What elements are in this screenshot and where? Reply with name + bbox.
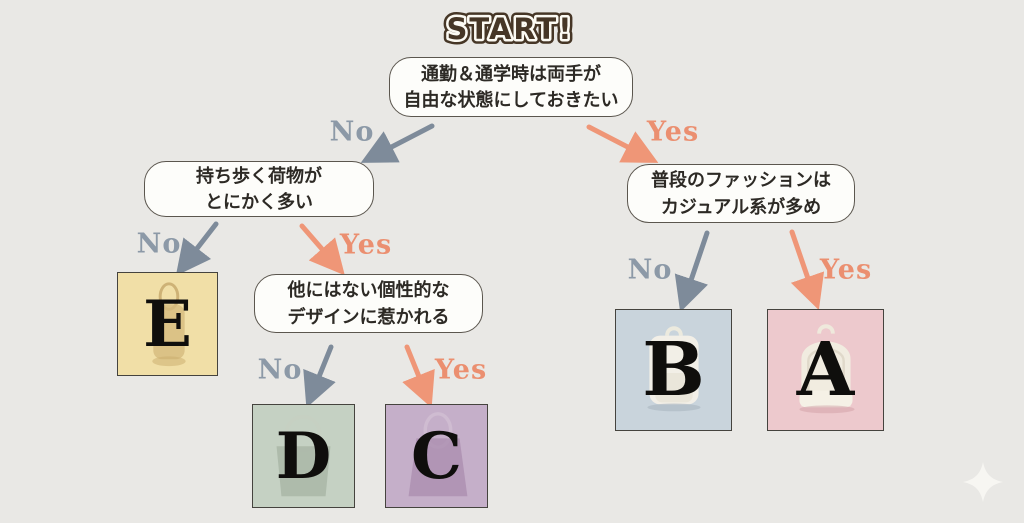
result-letter: B <box>642 327 705 413</box>
question-line: とにかく多い <box>205 192 313 212</box>
edge-label-no: No <box>136 228 182 260</box>
result-tile-a: A <box>767 309 884 431</box>
question-carry-lots: 持ち歩く荷物が とにかく多い <box>144 161 374 217</box>
edge-label-no: No <box>257 354 303 386</box>
edge-label-no: No <box>329 116 375 148</box>
question-line: 他にはない個性的な <box>287 280 450 301</box>
bucket-bag-icon <box>152 282 186 367</box>
arrow-q4-no <box>303 344 336 408</box>
arrow-q3-yes <box>789 229 825 311</box>
question-line: 通勤＆通学時は両手が <box>421 63 601 84</box>
arrow-q1-yes <box>586 124 659 163</box>
edge-label-yes: Yes <box>819 254 873 286</box>
start-title-text: START! <box>447 12 574 46</box>
question-line: 自由な状態にしておきたい <box>403 90 619 110</box>
arrow-q2-no <box>175 221 219 276</box>
result-letter: C <box>411 418 462 494</box>
arrow-q1-no <box>360 123 435 163</box>
edge-label-no: No <box>627 254 673 286</box>
question-commute-hands-free: 通勤＆通学時は両手が 自由な状態にしておきたい <box>389 57 633 117</box>
result-tile-d: D <box>252 404 355 508</box>
question-line: カジュアル系が多め <box>660 196 822 217</box>
result-letter: E <box>143 286 192 362</box>
arrow-q2-yes <box>299 223 345 276</box>
question-line: 普段のファッションは <box>651 170 831 191</box>
result-tile-c: C <box>385 404 488 508</box>
result-letter: A <box>796 327 855 413</box>
arrow-q3-no <box>674 230 710 313</box>
question-line: デザインに惹かれる <box>287 306 450 327</box>
result-tile-e: E <box>117 272 218 376</box>
question-unique-design: 他にはない個性的な デザインに惹かれる <box>254 274 483 333</box>
start-title: START! START! <box>442 7 577 50</box>
question-line: 持ち歩く荷物が <box>196 165 322 186</box>
tote-bag-icon <box>408 412 468 497</box>
result-tile-b: B <box>615 309 732 431</box>
arrow-q4-yes <box>402 344 435 408</box>
result-letter: D <box>275 418 332 494</box>
edge-label-yes: Yes <box>646 116 700 148</box>
edge-label-yes: Yes <box>434 354 488 386</box>
edge-label-yes: Yes <box>339 229 393 261</box>
question-casual-fashion: 普段のファッションは カジュアル系が多め <box>627 164 855 223</box>
backpack-icon <box>799 324 855 414</box>
sparkle-icon <box>963 462 1003 502</box>
start-title-outline: START! <box>447 12 574 46</box>
tote-bag-icon <box>276 415 331 497</box>
backpack-icon <box>647 326 701 412</box>
